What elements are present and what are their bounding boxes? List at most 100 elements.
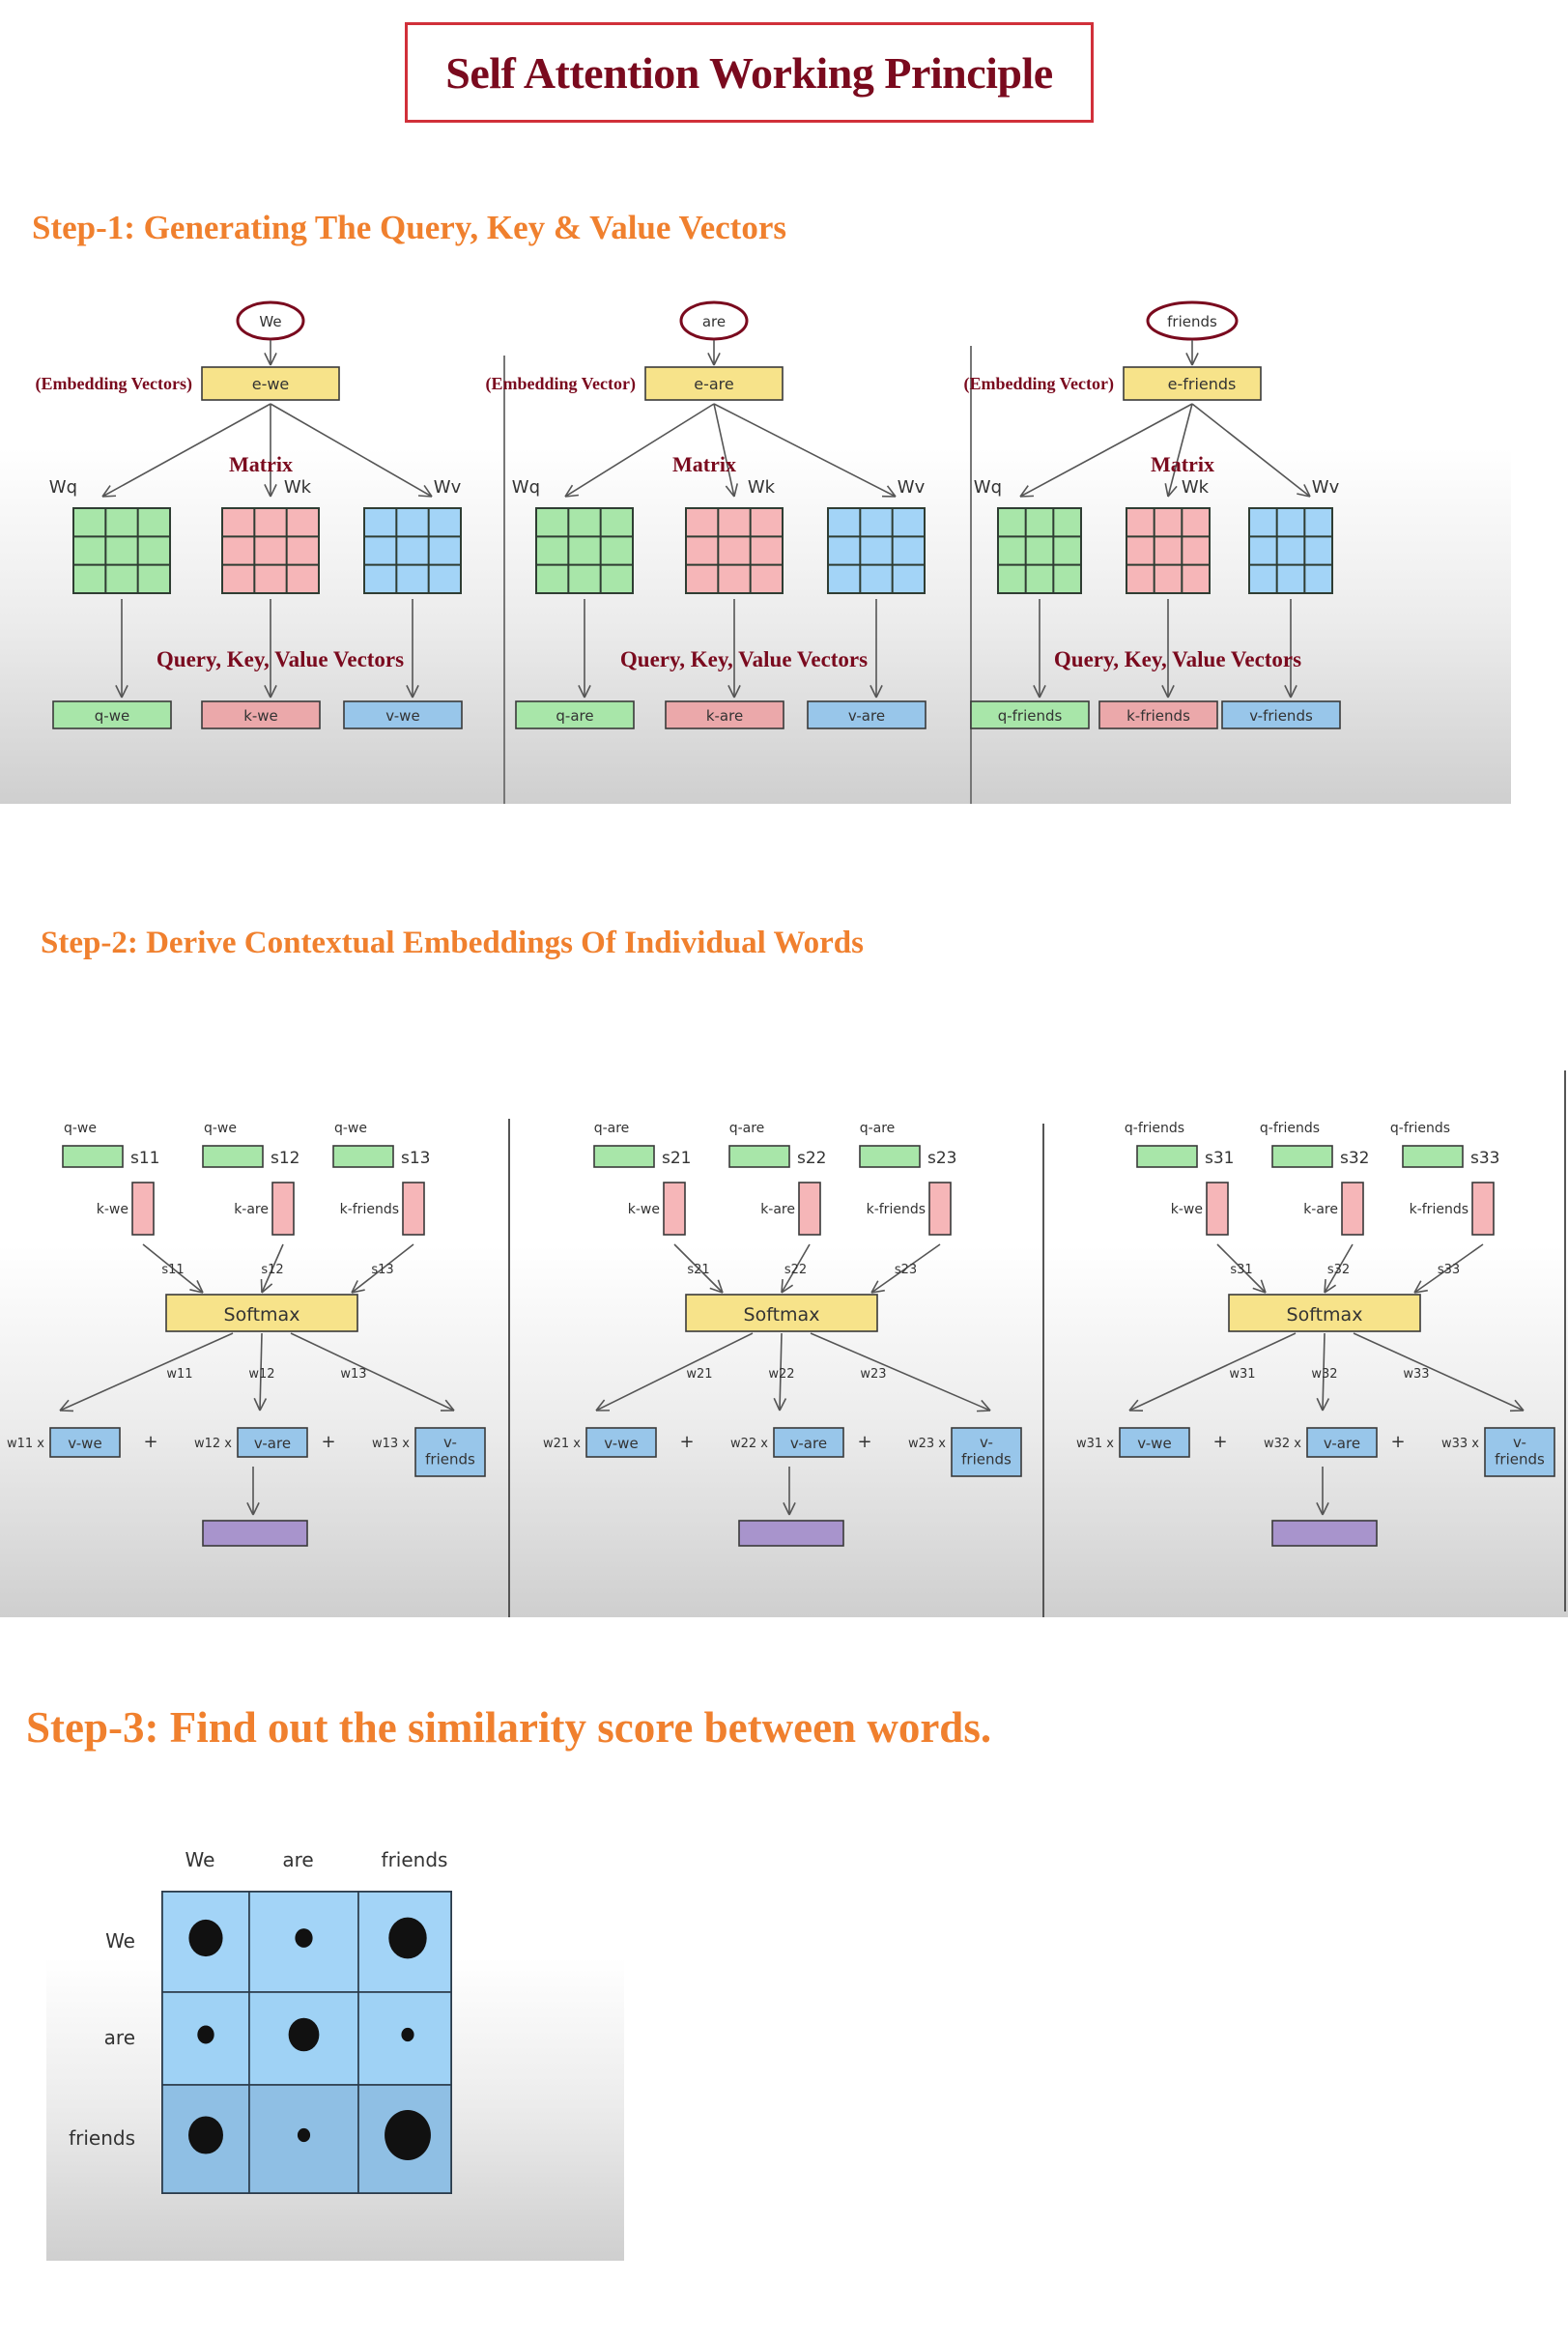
arrow [1284, 599, 1297, 699]
matrix-label: Wq [974, 477, 1002, 498]
query-label: q-friends [1125, 1121, 1184, 1136]
arrow [290, 1332, 455, 1411]
query-label: q-we [204, 1121, 237, 1136]
weight-matrix-wk [1126, 507, 1211, 594]
arrow [707, 340, 721, 366]
x-axis-label: We [185, 1848, 215, 1871]
weight-matrix-wq [997, 507, 1082, 594]
arrow [1413, 1243, 1484, 1294]
output-vector-label: q-friends [998, 707, 1063, 725]
key-label: k-we [628, 1202, 660, 1217]
arrow [1033, 599, 1046, 699]
arrow [713, 403, 739, 498]
page-title: Self Attention Working Principle [445, 47, 1053, 98]
score-label: s22 [797, 1149, 827, 1168]
word-ellipse [1146, 300, 1239, 341]
key-vector-box [798, 1182, 821, 1236]
output-vector-box [665, 700, 784, 729]
score-flow-label: s33 [1438, 1263, 1460, 1277]
arrow [260, 1243, 284, 1294]
output-vector-label: v-are [848, 707, 885, 725]
key-label: k-friends [1410, 1202, 1468, 1217]
arrow [1164, 403, 1193, 498]
plus-sign: + [321, 1432, 335, 1452]
output-vector-box [52, 700, 172, 729]
weight-matrix-wq [72, 507, 171, 594]
weight-matrix-wk [685, 507, 784, 594]
query-vector-box [62, 1145, 124, 1168]
arrow [727, 599, 741, 699]
weight-label: w21 [686, 1367, 712, 1382]
key-label: k-are [760, 1202, 795, 1217]
arrow [578, 599, 591, 699]
key-vector-box [928, 1182, 952, 1236]
weight-label: w23 [860, 1367, 886, 1382]
weight-term-label: w33 x [1441, 1437, 1479, 1451]
arrow [781, 1243, 811, 1294]
y-axis-label: are [104, 2026, 135, 2049]
value-vector-label: v-friends [961, 1434, 1012, 1468]
arrow [264, 404, 277, 498]
title-box: Self Attention Working Principle [405, 22, 1094, 123]
word-ellipse [679, 300, 749, 341]
weight-label: w11 [166, 1367, 192, 1382]
step2-heading: Step-2: Derive Contextual Embeddings Of … [41, 926, 865, 960]
value-vector-box [237, 1427, 308, 1458]
matrix-label: Wv [898, 477, 926, 498]
vectors-annotation: Query, Key, Value Vectors [157, 647, 404, 671]
key-label: k-friends [340, 1202, 399, 1217]
similarity-dot [288, 2017, 320, 2052]
key-label: k-are [234, 1202, 269, 1217]
word-ellipse [236, 300, 305, 341]
value-vector-box [951, 1427, 1022, 1477]
score-flow-label: s32 [1327, 1263, 1350, 1277]
softmax-box [165, 1294, 358, 1332]
key-vector-box [1206, 1182, 1229, 1236]
score-flow-label: s23 [895, 1263, 917, 1277]
value-vector-label: v-we [1137, 1435, 1171, 1452]
query-vector-box [1271, 1145, 1333, 1168]
output-vector-label: q-are [556, 707, 593, 725]
plus-sign: + [857, 1432, 871, 1452]
embedding-label: e-friends [1168, 375, 1237, 393]
weight-matrix-wk [221, 507, 320, 594]
arrow [1324, 1243, 1354, 1294]
arrow [810, 1332, 991, 1412]
query-label: q-we [64, 1121, 97, 1136]
plus-sign: + [1212, 1432, 1227, 1452]
output-vector-box [1098, 700, 1218, 729]
query-label: q-we [334, 1121, 367, 1136]
weight-matrix-wv [1248, 507, 1333, 594]
output-vector-label: k-friends [1126, 707, 1190, 725]
arrow [1128, 1332, 1297, 1412]
word-label: We [259, 313, 281, 330]
embedding-annotation: (Embedding Vector) [485, 374, 636, 394]
arrow [1161, 599, 1175, 699]
weight-matrix-wq [535, 507, 634, 594]
value-vector-label: v-friends [425, 1434, 475, 1468]
contextual-embedding-box [738, 1520, 844, 1547]
score-label: s11 [130, 1149, 160, 1168]
output-vector-label: k-we [243, 707, 278, 725]
word-label: are [702, 313, 726, 330]
weight-matrix-wv [827, 507, 926, 594]
matrix-label: Wv [434, 477, 462, 498]
query-vector-box [1402, 1145, 1464, 1168]
output-vector-box [343, 700, 463, 729]
embedding-annotation: (Embedding Vectors) [35, 374, 192, 394]
arrow [595, 1332, 754, 1411]
weight-label: w33 [1403, 1367, 1429, 1382]
contextual-embedding-box [1271, 1520, 1378, 1547]
key-label: k-friends [867, 1202, 926, 1217]
score-flow-label: s12 [261, 1263, 283, 1277]
output-vector-box [807, 700, 927, 729]
similarity-dot [401, 2027, 414, 2042]
softmax-label: Softmax [744, 1304, 820, 1326]
arrow [406, 599, 419, 699]
weight-label: w31 [1229, 1367, 1255, 1382]
matrix-label: Wk [1182, 477, 1210, 498]
weight-term-label: w32 x [1264, 1437, 1301, 1451]
